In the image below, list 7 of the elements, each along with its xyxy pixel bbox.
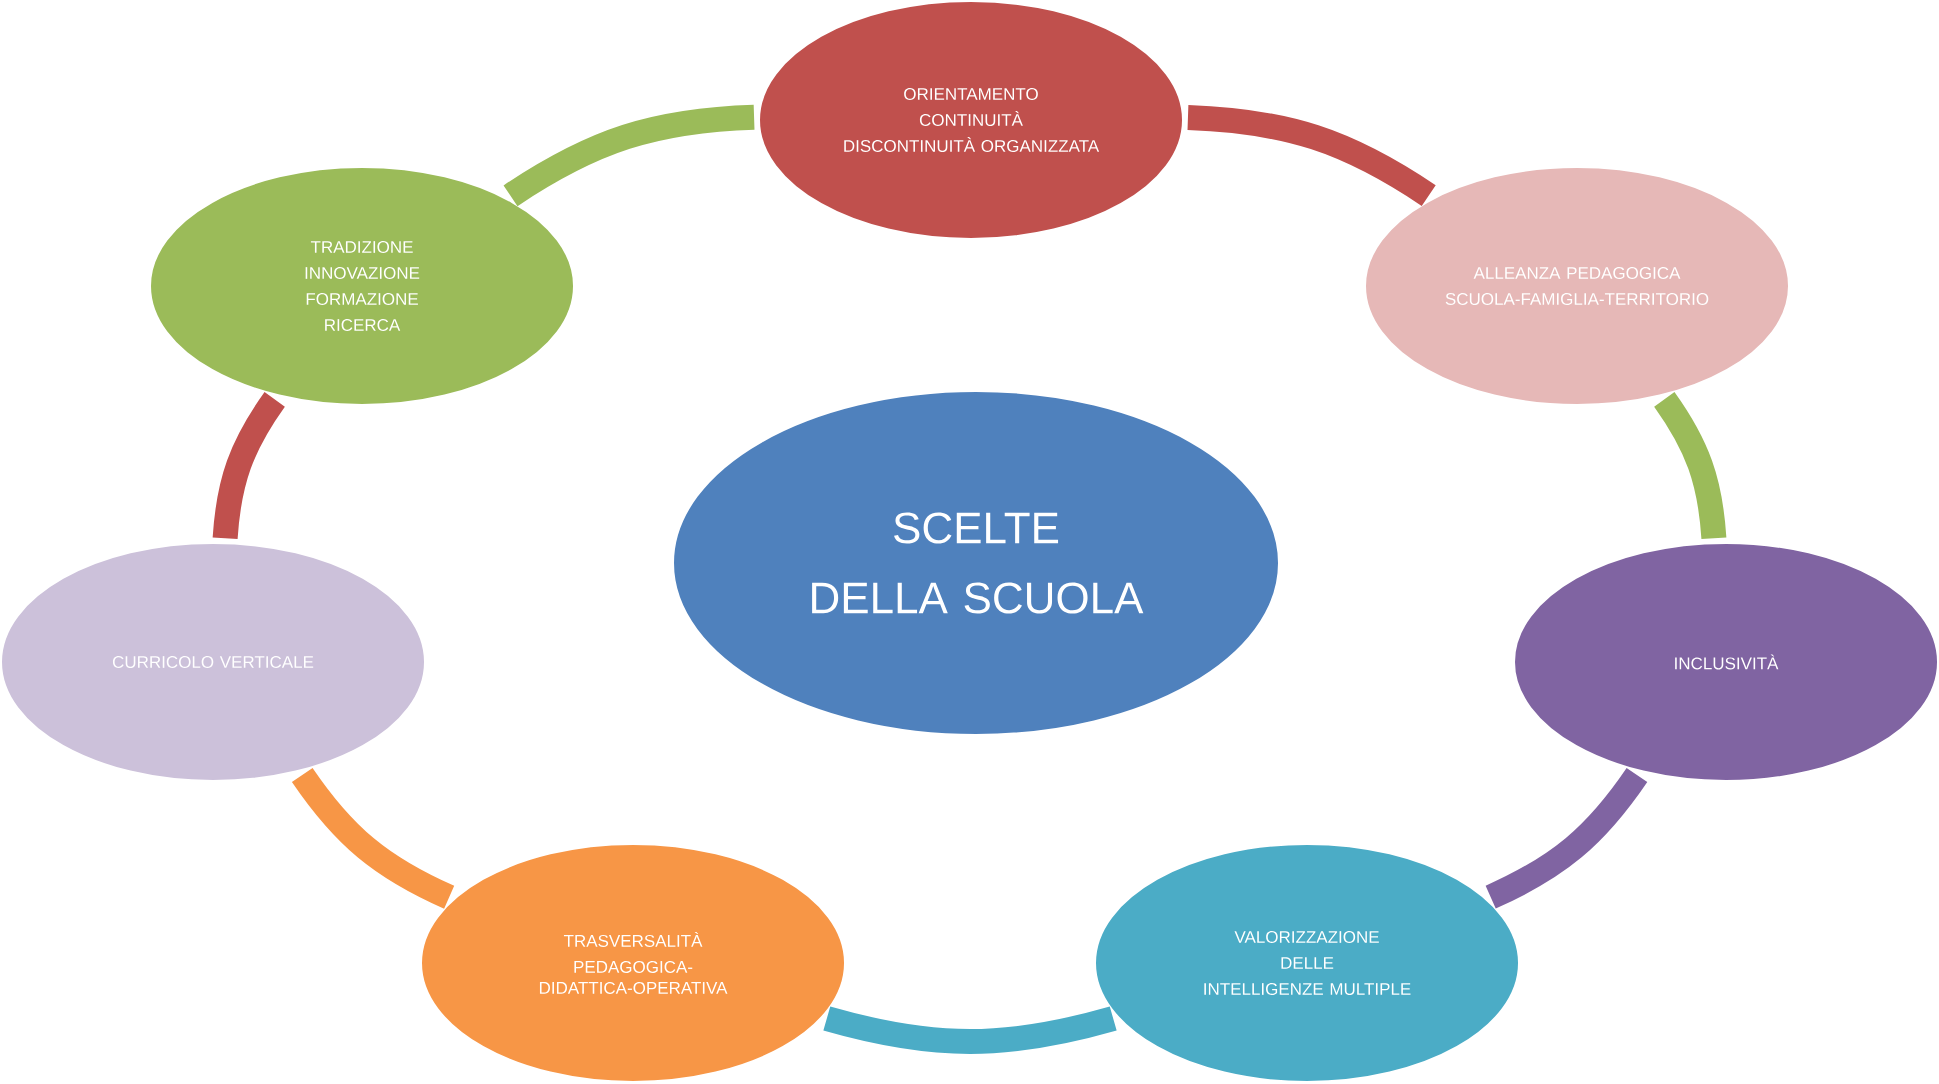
ring-segment (292, 767, 455, 909)
ring-segment (503, 104, 755, 207)
ring-segment (1187, 105, 1436, 207)
ring-segment (1654, 392, 1727, 540)
ring-segment (823, 1006, 1117, 1054)
ring-segment (1485, 767, 1648, 909)
ring-segment (212, 392, 285, 540)
